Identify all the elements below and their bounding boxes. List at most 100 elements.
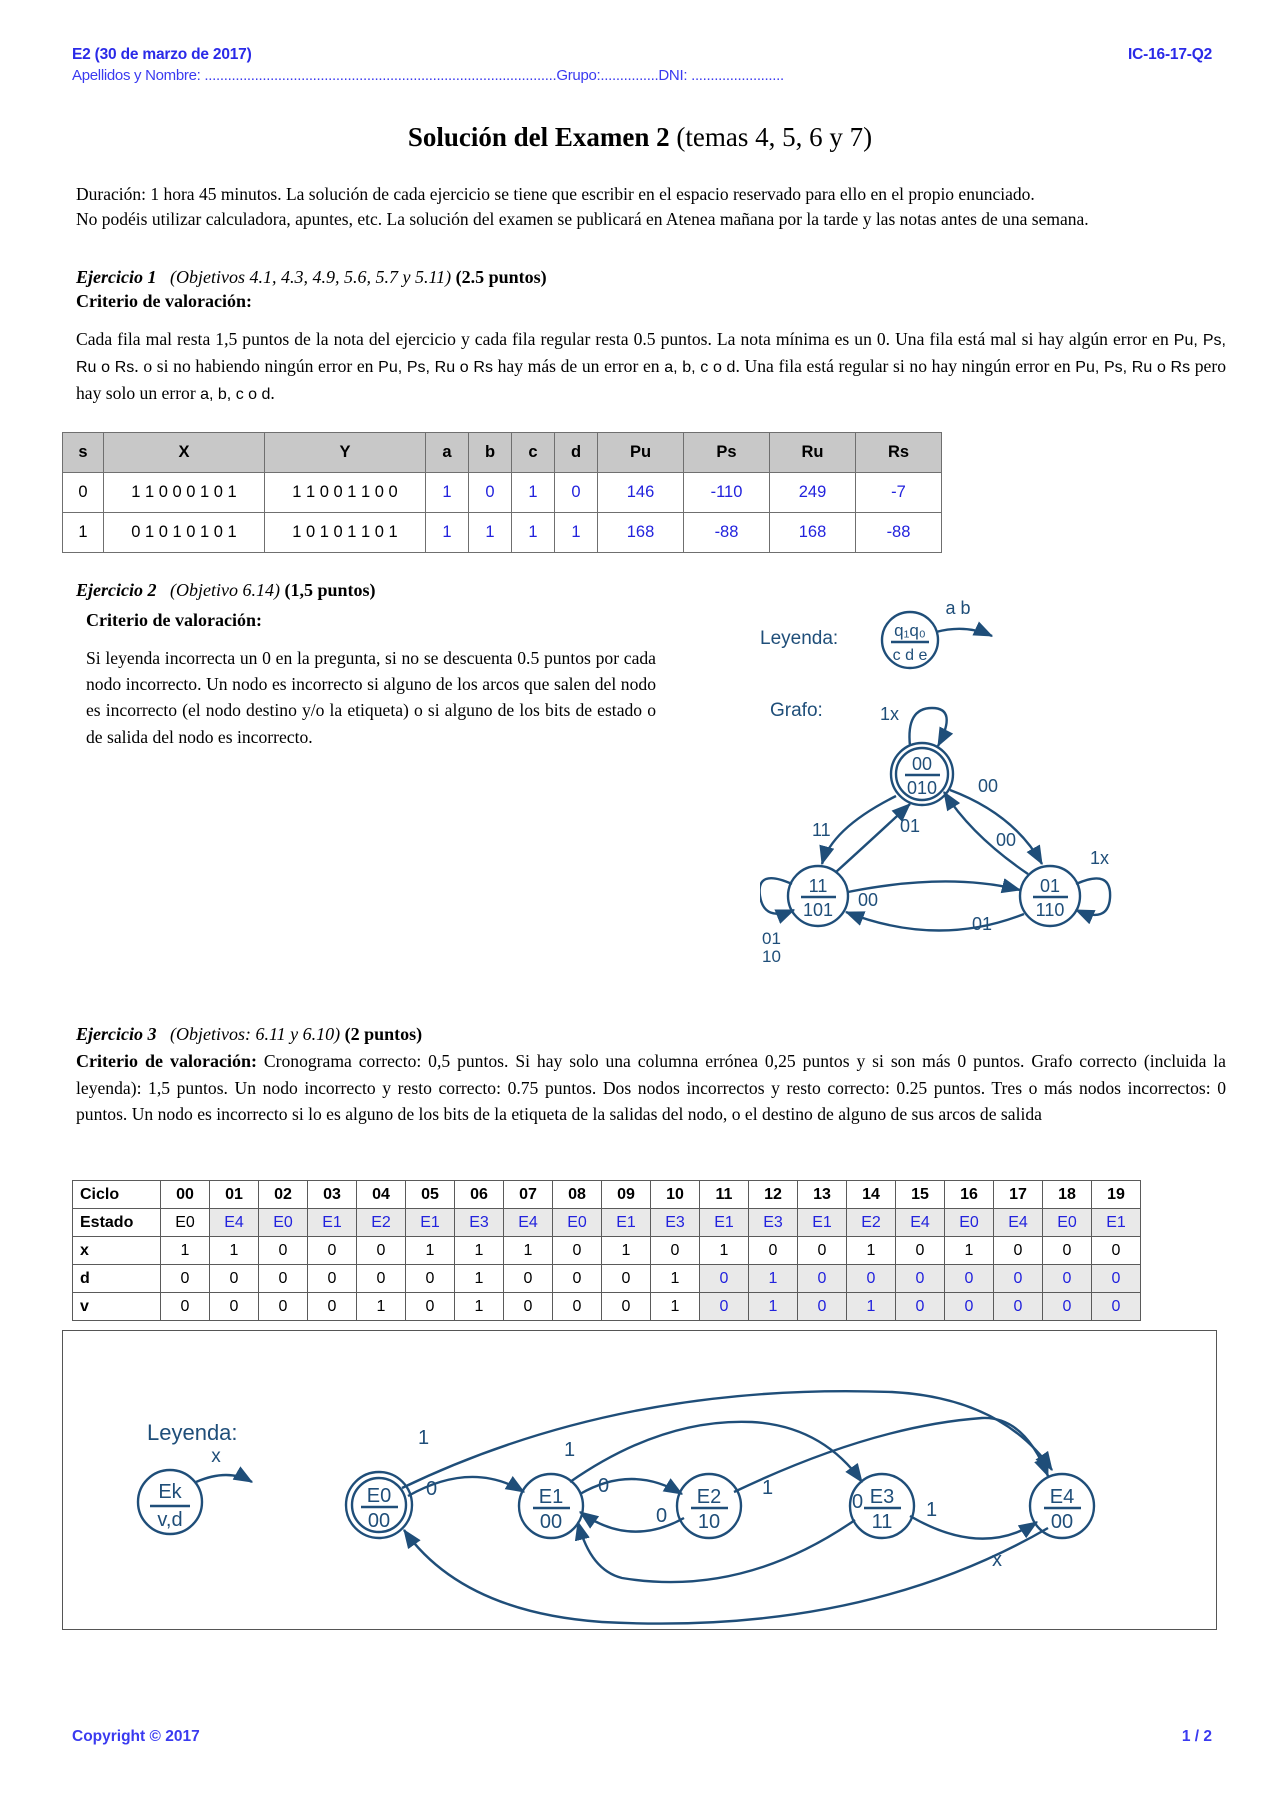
chronogram-cell: E0	[160, 1208, 210, 1237]
chronogram-cell: E1	[699, 1208, 749, 1237]
cell-ru: 168	[769, 512, 856, 553]
graph3-legend-node-circle	[136, 1468, 204, 1536]
node-E2-output: 10	[698, 1511, 720, 1533]
graph3-edge-E3-E1-label: 0	[852, 1491, 863, 1513]
chronogram-cell: E1	[1091, 1208, 1141, 1237]
chronogram-cell: 0	[258, 1236, 308, 1265]
chronogram-row-label: Estado	[72, 1208, 161, 1237]
chronogram-cell: 0	[552, 1292, 602, 1321]
chronogram-cell: 13	[797, 1180, 847, 1209]
exercise-1-section: Ejercicio 1 (Objetivos 4.1, 4.3, 4.9, 5.…	[76, 265, 1226, 407]
graph2-edge-01-11-label: 01	[972, 914, 992, 934]
chronogram-cell: 1	[454, 1236, 504, 1265]
graph3-legend-label: Leyenda:	[147, 1420, 238, 1445]
cell-d: 1	[554, 512, 598, 553]
cell-y: 1 0 1 0 1 1 0 1	[264, 512, 426, 553]
chronogram-cell: E3	[748, 1208, 798, 1237]
graph2-edge-01-self	[1074, 877, 1112, 925]
graph2-edge-00-11-label: 11	[812, 820, 831, 840]
chronogram-cell: 0	[356, 1236, 406, 1265]
graph2-edge-11-01-label: 00	[858, 890, 878, 910]
graph3-edge-E4-E0-label: x	[992, 1549, 1002, 1571]
chronogram-cell: 0	[1091, 1236, 1141, 1265]
chronogram-cell: 03	[307, 1180, 357, 1209]
chronogram-cell: 0	[846, 1264, 896, 1293]
graph2-node-11: 11 101	[786, 864, 850, 928]
chronogram-cell: E3	[454, 1208, 504, 1237]
cell-b: 1	[468, 512, 512, 553]
th-c: c	[511, 432, 555, 473]
chronogram-cell: 0	[503, 1292, 553, 1321]
chronogram-row-label: v	[72, 1292, 161, 1321]
chronogram-cell: E1	[797, 1208, 847, 1237]
chronogram-cell: E4	[993, 1208, 1043, 1237]
chronogram-cell: 0	[1042, 1236, 1092, 1265]
exercise-2-objectives: (Objetivo 6.14)	[169, 580, 280, 600]
graph2-edge-00-01-label: 00	[978, 776, 998, 796]
ex1-t11: .	[270, 383, 275, 404]
graph3-edge-E4-E0	[403, 1526, 1049, 1625]
chronogram-cell: 1	[503, 1236, 553, 1265]
chronogram-cell: 0	[160, 1264, 210, 1293]
exam-code-label: E2 (30 de marzo de 2017)	[72, 46, 252, 63]
chronogram-cell: 1	[846, 1236, 896, 1265]
th-ru: Ru	[769, 432, 856, 473]
page-title: Solución del Examen 2 (temas 4, 5, 6 y 7…	[0, 122, 1280, 153]
chronogram-cell: 1	[209, 1236, 259, 1265]
chronogram-cell: 0	[258, 1292, 308, 1321]
exercise-2-criterio-label: Criterio de valoración:	[86, 609, 262, 630]
cell-y: 1 1 0 0 1 1 0 0	[264, 472, 426, 513]
cell-pu: 146	[597, 472, 684, 513]
intro-line-1: Duración: 1 hora 45 minutos. La solución…	[76, 184, 1035, 204]
graph3-edge-E3-E1	[574, 1519, 856, 1584]
page-title-main: Solución del Examen 2	[407, 122, 670, 152]
ex1-t5: hay más de un error en	[492, 355, 665, 376]
ex1-t7: . Una fila está regular si no hay ningún…	[735, 355, 1076, 376]
chronogram-cell: 00	[160, 1180, 210, 1209]
chronogram-cell: 0	[993, 1236, 1043, 1265]
chronogram-cell: 11	[699, 1180, 749, 1209]
exercise-3-body: Criterio de valoración: Cronograma corre…	[76, 1048, 1226, 1128]
th-x: X	[103, 432, 265, 473]
chronogram-cell: 0	[944, 1264, 994, 1293]
chronogram-cell: 0	[601, 1264, 651, 1293]
chronogram-cell: E0	[552, 1208, 602, 1237]
chronogram-cell: 0	[797, 1236, 847, 1265]
chronogram-cell: E0	[258, 1208, 308, 1237]
chronogram-cell: E1	[307, 1208, 357, 1237]
cell-x: 0 1 0 1 0 1 0 1	[103, 512, 265, 553]
legend-node-state: q₁q₀	[894, 621, 926, 640]
legend-arc	[935, 621, 994, 638]
cell-a: 1	[425, 472, 469, 513]
ex1-t1: Cada fila mal resta 1,5 puntos de la not…	[76, 328, 1174, 349]
chronogram-cell: E0	[944, 1208, 994, 1237]
node-E1-state: E1	[539, 1486, 563, 1508]
cell-a: 1	[425, 512, 469, 553]
cell-ru: 249	[769, 472, 856, 513]
node-E4-state: E4	[1050, 1486, 1074, 1508]
chronogram-cell: 1	[160, 1236, 210, 1265]
graph2-edge-01-00-label: 00	[996, 830, 1016, 850]
chronogram-cell: 17	[993, 1180, 1043, 1209]
chronogram-cell: 0	[160, 1292, 210, 1321]
node-E3-output: 11	[872, 1511, 893, 1533]
ex1-t2: Pu, Ps, Ru o Rs	[76, 331, 1226, 376]
graph3-edge-E3-E4	[909, 1514, 1039, 1540]
chronogram-cell: E2	[846, 1208, 896, 1237]
graph3-edge-E1-E3	[569, 1420, 863, 1483]
chronogram-cell: 0	[552, 1236, 602, 1265]
chronogram-cell: 0	[503, 1264, 553, 1293]
th-s: s	[62, 432, 104, 473]
intro-paragraph: Duración: 1 hora 45 minutos. La solución…	[76, 182, 1216, 233]
graph3-node-E2: E2 10	[675, 1472, 743, 1540]
chronogram-cell: 1	[748, 1292, 798, 1321]
th-pu: Pu	[597, 432, 684, 473]
chronogram-cell: 0	[405, 1292, 455, 1321]
